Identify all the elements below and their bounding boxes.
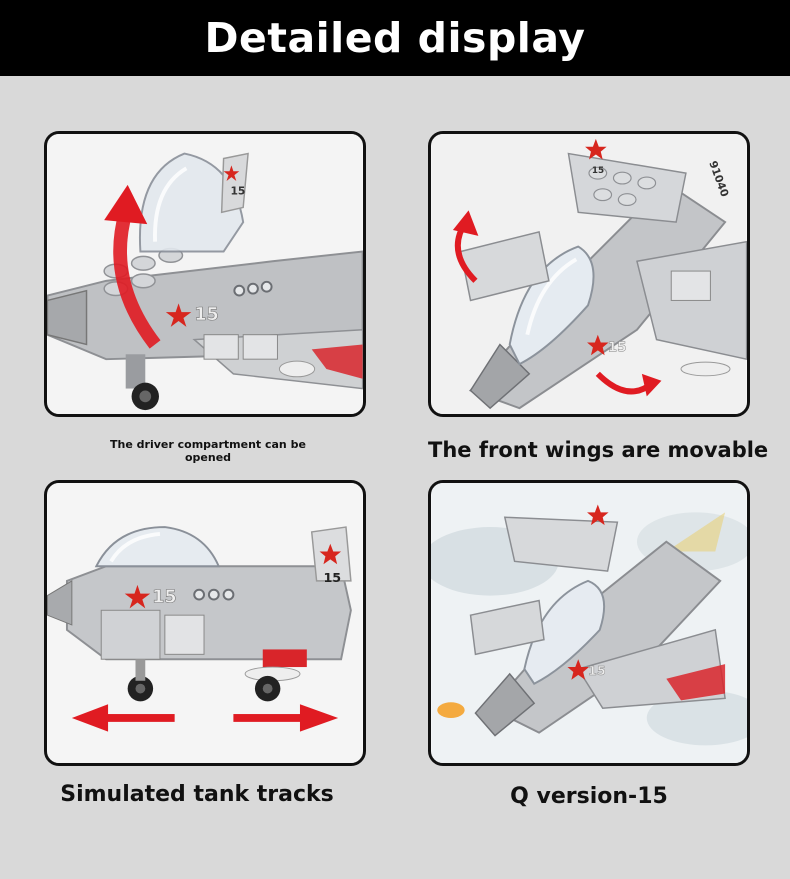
photo-movable-wings: 15 91040 15 <box>428 131 750 417</box>
fuselage-number: 15 <box>588 663 606 678</box>
tail-number: 15 <box>323 570 341 585</box>
page-header: Detailed display <box>0 0 790 76</box>
fuselage-number: 15 <box>194 305 219 325</box>
jet-side-cockpit-image: 15 15 <box>47 134 363 414</box>
red-star-icon <box>319 543 342 565</box>
fuselage-number: 15 <box>152 587 177 607</box>
photo-tank-tracks: 15 15 <box>44 480 366 766</box>
tail-number: 15 <box>592 166 604 176</box>
page-title: Detailed display <box>204 14 586 62</box>
jet-flying-image: 15 <box>431 483 747 763</box>
fuselage-number: 15 <box>608 339 627 355</box>
caption-driver-compartment: The driver compartment can be opened <box>110 438 306 464</box>
jet-top-view-image: 15 91040 15 <box>431 134 747 414</box>
red-star-icon <box>165 303 192 327</box>
caption-q-version: Q version-15 <box>510 784 668 809</box>
tail-number: 15 <box>230 185 245 198</box>
photo-driver-compartment: 15 15 <box>44 131 366 417</box>
caption-tank-tracks: Simulated tank tracks <box>60 782 334 807</box>
jet-side-view-image: 15 15 <box>47 483 363 763</box>
red-star-icon <box>567 659 589 680</box>
caption-movable-wings: The front wings are movable <box>428 438 769 462</box>
photo-q-version: 15 <box>428 480 750 766</box>
